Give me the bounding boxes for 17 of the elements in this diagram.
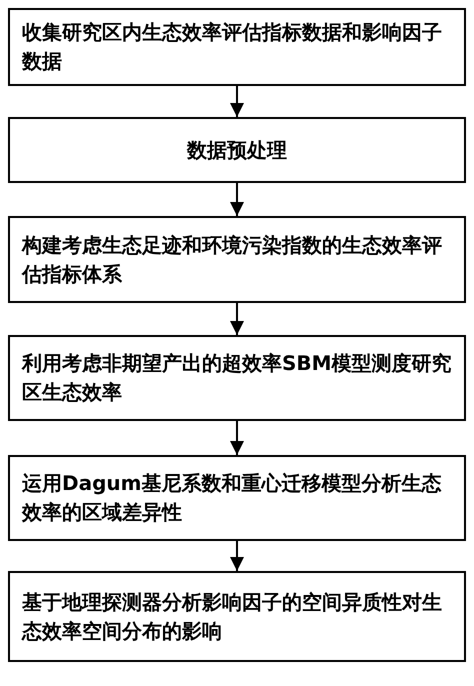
process-box [8,117,466,183]
step-text: 数据预处理 [187,136,287,164]
arrow [230,303,244,335]
process-box [8,335,466,421]
step-text: 运用Dagum基尼系数和重心迁移模型分析生态效率的区域差异性 [22,470,442,526]
step-text: 构建考虑生态足迹和环境污染指数的生态效率评估指标体系 [22,232,443,288]
process-box [8,8,466,86]
arrow [230,541,244,571]
step-text: 收集研究区内生态效率评估指标数据和影响因子数据 [22,19,443,75]
step-text: 利用考虑非期望产出的超效率SBM模型测度研究区生态效率 [22,350,452,406]
arrow [230,421,244,455]
process-box [8,216,466,303]
process-box [8,455,466,541]
arrow [230,183,244,216]
step-text: 基于地理探测器分析影响因子的空间异质性对生态效率空间分布的影响 [22,588,443,644]
process-box [8,571,466,662]
arrow [230,86,244,117]
